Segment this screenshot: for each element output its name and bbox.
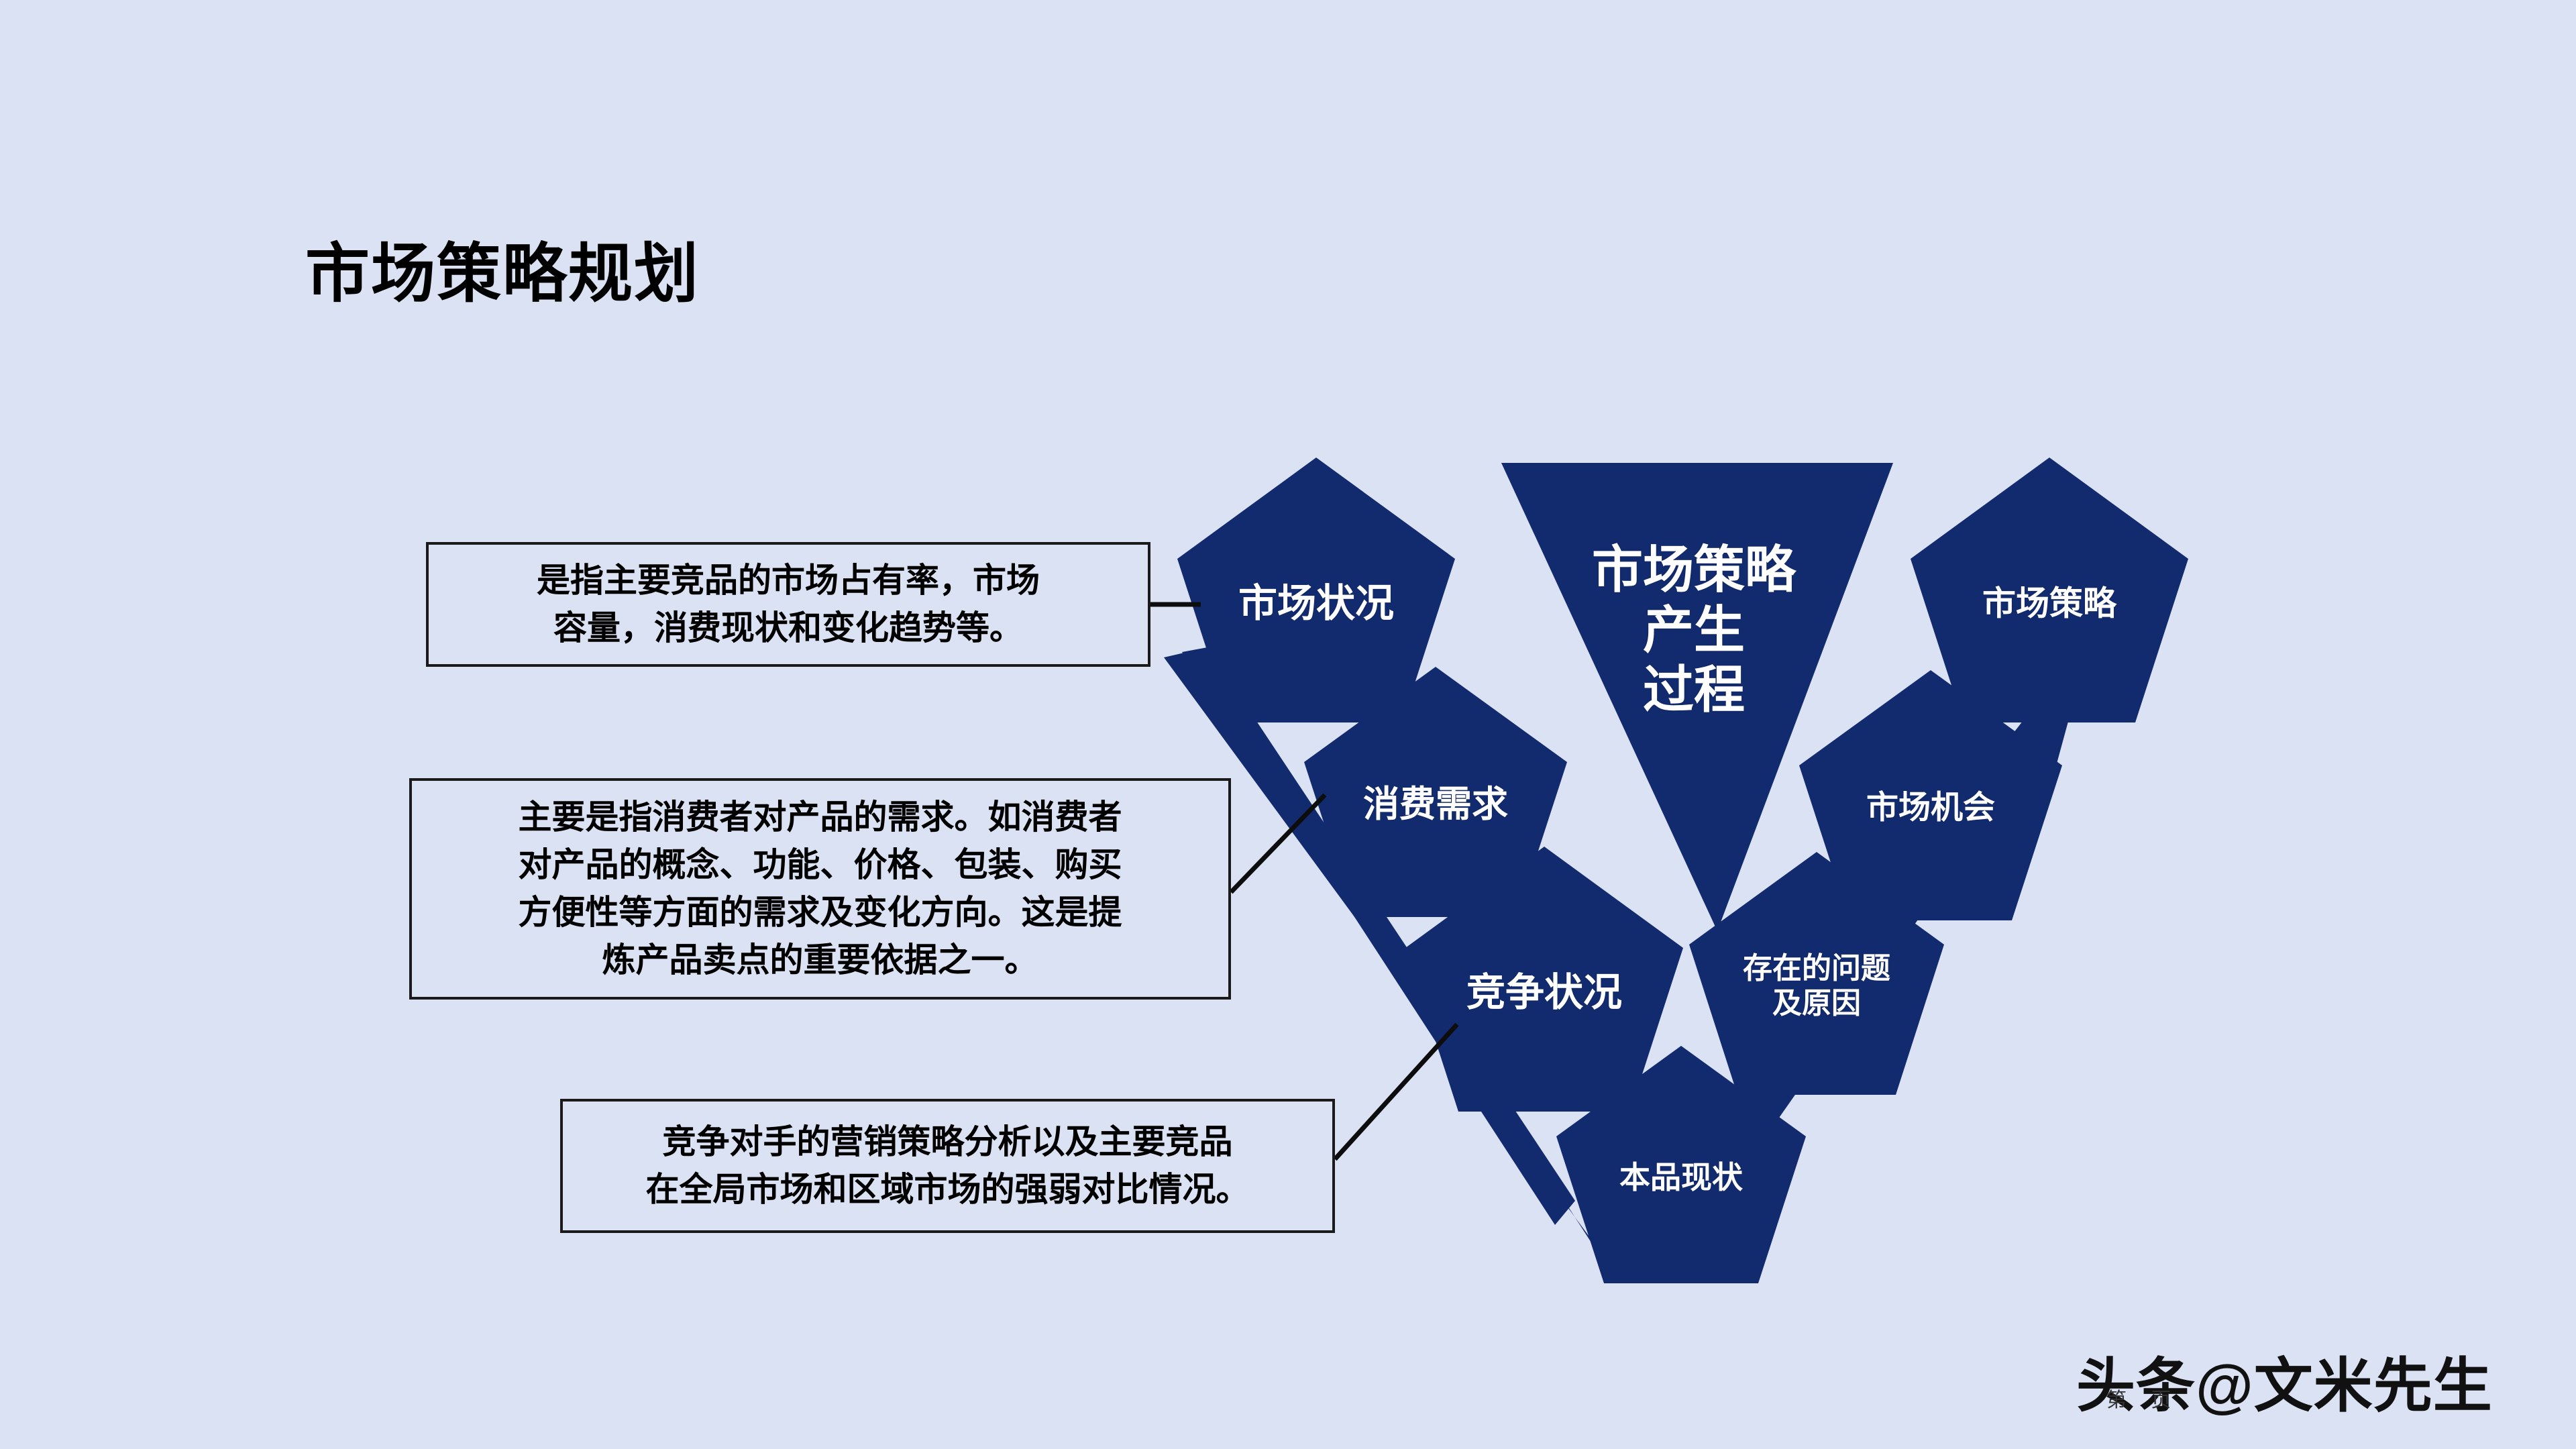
callout-line: 竞争对手的营销策略分析以及主要竞品 <box>662 1123 1233 1161</box>
pentagon-label-consumer-demand: 消费需求 <box>1363 784 1508 825</box>
callout-competition-status: 竞争对手的营销策略分析以及主要竞品 在全局市场和区域市场的强弱对比情况。 <box>560 1099 1335 1233</box>
pentagon-label-product-status: 本品现状 <box>1619 1159 1743 1195</box>
connector-competition-status <box>1333 1022 1459 1161</box>
pentagon-consumer-demand <box>1304 667 1567 917</box>
center-triangle <box>1501 463 1893 931</box>
pentagon-label-market-status: 市场状况 <box>1238 581 1395 625</box>
callout-line: 是指主要竞品的市场占有率，市场 <box>537 561 1040 599</box>
callout-line: 主要是指消费者对产品的需求。如消费者 <box>518 798 1122 836</box>
pentagon-market-strategy <box>1911 458 2188 722</box>
watermark: 头条@文米先生 <box>2076 1352 2493 1419</box>
callout-line: 容量，消费现状和变化趋势等。 <box>553 609 1023 647</box>
connector-consumer-demand <box>1229 793 1327 894</box>
callout-consumer-demand: 主要是指消费者对产品的需求。如消费者 对产品的概念、功能、价格、包装、购买 方便… <box>409 778 1231 1000</box>
callout-line: 炼产品卖点的重要依据之一。 <box>602 941 1038 979</box>
pentagon-label-competition-status: 竞争状况 <box>1466 970 1623 1014</box>
pentagon-label-problems-causes: 存在的问题 及原因 <box>1743 952 1890 1020</box>
center-triangle-label: 市场策略 产生 过程 <box>1592 541 1796 719</box>
callout-market-status: 是指主要竞品的市场占有率，市场 容量，消费现状和变化趋势等。 <box>426 542 1150 667</box>
pentagon-market-opportunity <box>1799 670 2062 920</box>
page-number: 第 页 <box>2106 1389 2181 1411</box>
callout-line: 在全局市场和区域市场的强弱对比情况。 <box>645 1171 1250 1208</box>
pentagon-label-market-opportunity: 市场机会 <box>1866 790 1996 826</box>
pentagon-competition-status <box>1405 847 1683 1112</box>
pentagon-product-status <box>1556 1046 1806 1283</box>
page-title: 市场策略规划 <box>305 238 700 311</box>
pentagon-market-status <box>1177 458 1455 722</box>
callout-line: 方便性等方面的需求及变化方向。这是提 <box>518 894 1122 931</box>
pentagon-label-market-strategy: 市场策略 <box>1982 584 2116 623</box>
callout-line: 对产品的概念、功能、价格、包装、购买 <box>518 846 1122 883</box>
